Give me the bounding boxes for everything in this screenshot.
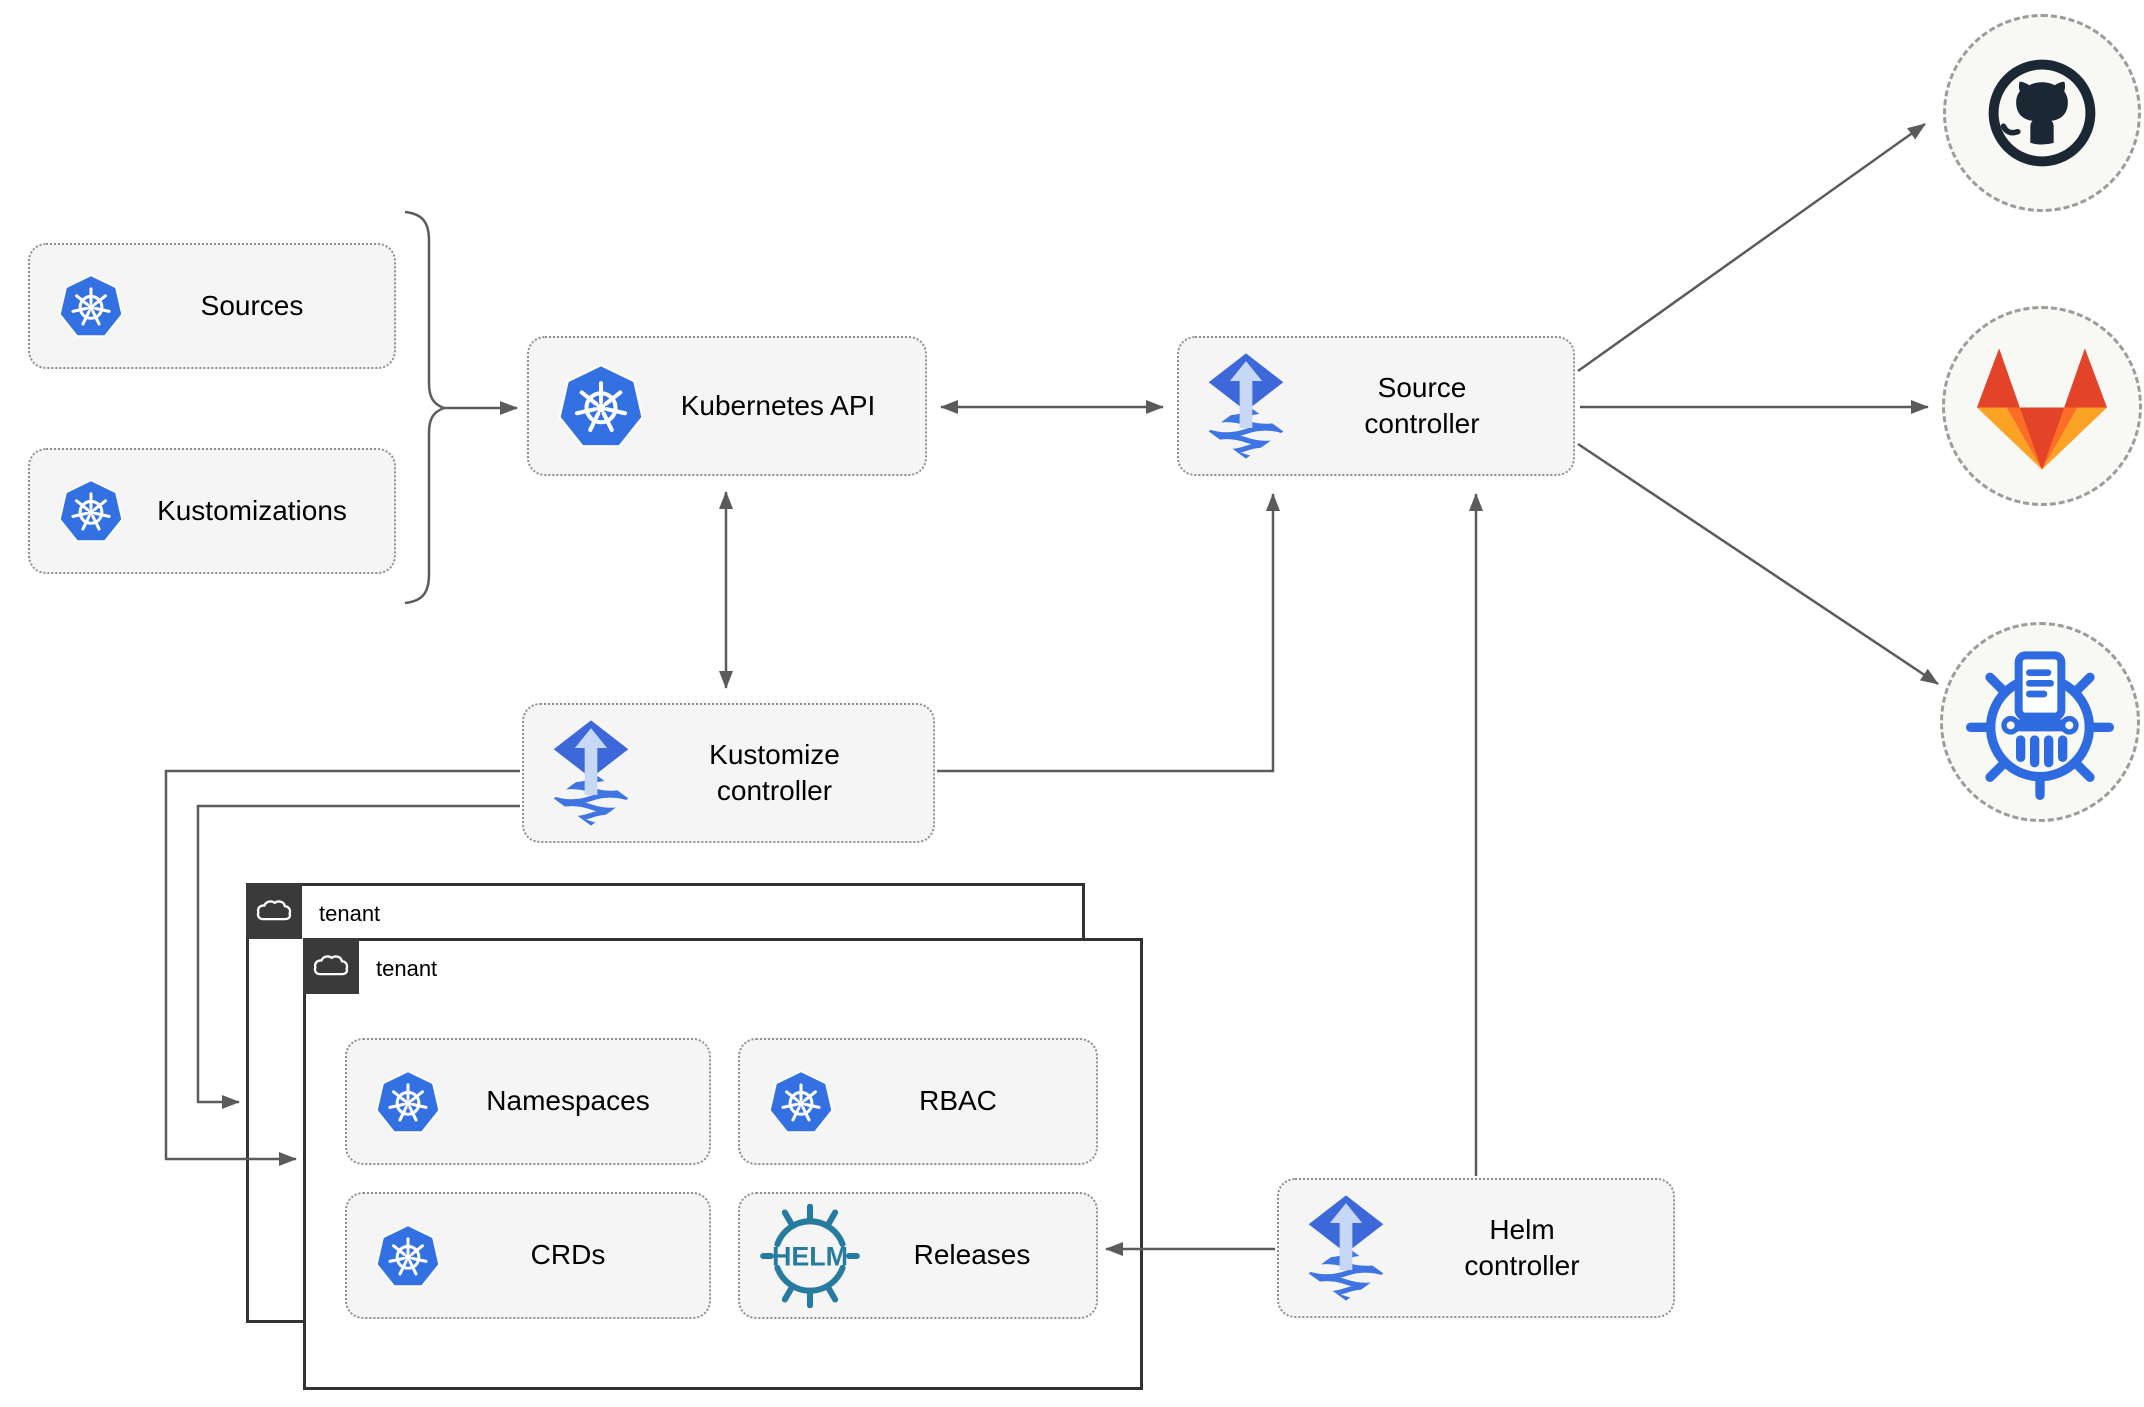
node-helm-controller-label: Helm controller [1464, 1213, 1580, 1281]
chartmuseum-remote [1940, 622, 2140, 822]
node-kustomize-controller-label: Kustomize controller [709, 738, 840, 806]
tenant-outer-label: tenant [319, 901, 381, 926]
node-kubernetes-api-label: Kubernetes API [680, 389, 876, 421]
node-crds: CRDs [345, 1192, 711, 1319]
tenant-inner-tab [303, 938, 359, 994]
node-kustomizations: Kustomizations [28, 448, 396, 574]
node-crds-label: CRDs [530, 1239, 606, 1271]
node-namespaces: Namespaces [345, 1038, 711, 1165]
tenant-outer-tab [246, 883, 302, 939]
node-namespaces-label: Namespaces [486, 1085, 650, 1117]
node-sources-label: Sources [200, 289, 304, 321]
edge-source-github [1577, 122, 1926, 373]
node-releases-label: Releases [913, 1239, 1031, 1271]
kubernetes-icon [58, 273, 124, 339]
gitlab-remote [1942, 306, 2142, 506]
node-rbac: RBAC [738, 1038, 1098, 1165]
helm-icon: HELM [760, 1203, 860, 1308]
node-kustomize-controller: Kustomize controller [522, 703, 935, 843]
node-kubernetes-api: Kubernetes API [527, 336, 927, 476]
kubernetes-icon [375, 1069, 441, 1135]
kubernetes-icon [375, 1223, 441, 1289]
node-rbac-label: RBAC [919, 1085, 997, 1117]
node-kustomizations-label: Kustomizations [157, 494, 347, 526]
node-source-controller-label: Source controller [1364, 371, 1480, 439]
kubernetes-icon [768, 1069, 834, 1135]
tenant-inner-label: tenant [376, 956, 438, 981]
flux-icon [552, 718, 630, 828]
flux-icon [1207, 351, 1285, 461]
helm-wordmark: HELM [772, 1241, 848, 1271]
chartmuseum-icon [1960, 642, 2120, 802]
github-remote [1943, 14, 2141, 212]
kubernetes-icon [58, 478, 124, 544]
github-icon [1976, 47, 2108, 179]
kubernetes-icon [557, 362, 645, 450]
node-releases: HELM Releases [738, 1192, 1098, 1319]
cloud-icon [255, 897, 293, 925]
node-sources: Sources [28, 243, 396, 369]
brace-connector [404, 210, 448, 605]
node-source-controller: Source controller [1177, 336, 1575, 476]
gitlab-icon [1968, 338, 2116, 474]
edge-kustomize-source [937, 493, 1280, 773]
edge-source-chartmuseum [1577, 442, 1939, 686]
flux-icon [1307, 1193, 1385, 1303]
node-helm-controller: Helm controller [1277, 1178, 1675, 1318]
cloud-icon [312, 952, 350, 980]
